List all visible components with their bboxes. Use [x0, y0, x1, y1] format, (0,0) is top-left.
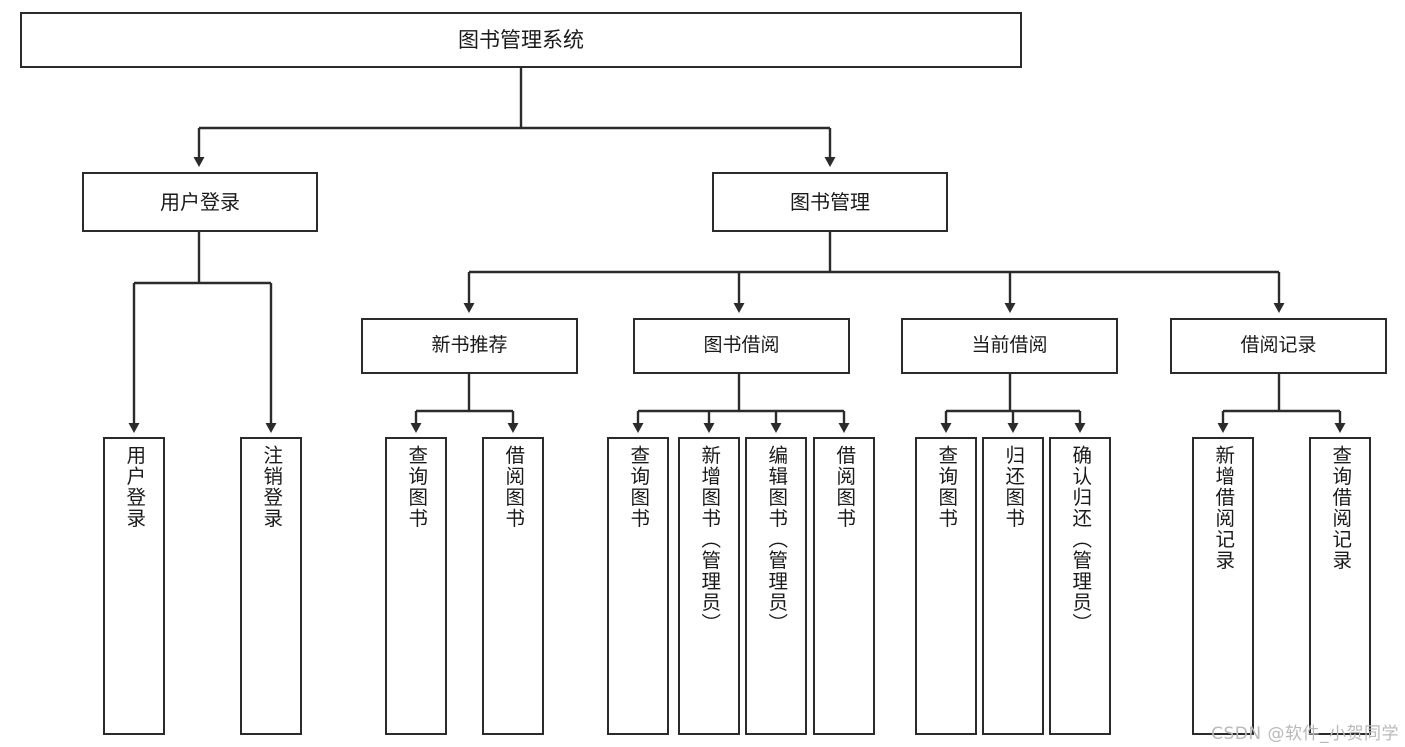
node-book-borrow[interactable]: 图书借阅 — [633, 318, 850, 374]
leaf-query-book-recommend-label: 查询图书 — [404, 445, 428, 529]
leaf-add-borrow-record[interactable]: 新增借阅记录 — [1192, 437, 1254, 735]
node-book-management-label: 图书管理 — [790, 189, 870, 214]
node-borrow-records-label: 借阅记录 — [1240, 334, 1317, 357]
leaf-return-book[interactable]: 归还图书 — [982, 437, 1044, 735]
leaf-borrow-book[interactable]: 借阅图书 — [813, 437, 875, 735]
node-current-borrow-label: 当前借阅 — [971, 334, 1048, 357]
node-new-book-recommend[interactable]: 新书推荐 — [361, 318, 578, 374]
node-root[interactable]: 图书管理系统 — [20, 12, 1022, 68]
leaf-confirm-return-admin-label: 确认归还（管理员） — [1068, 445, 1092, 634]
leaf-query-borrow-record-label: 查询借阅记录 — [1328, 445, 1352, 571]
leaf-query-book-current-label: 查询图书 — [934, 445, 958, 529]
leaf-return-book-label: 归还图书 — [1001, 445, 1025, 529]
node-book-borrow-label: 图书借阅 — [703, 334, 780, 357]
leaf-query-book-recommend[interactable]: 查询图书 — [385, 437, 447, 735]
node-book-management[interactable]: 图书管理 — [712, 172, 948, 232]
leaf-query-book-current[interactable]: 查询图书 — [915, 437, 977, 735]
leaf-borrow-book-recommend-label: 借阅图书 — [501, 445, 525, 529]
leaf-logout-label: 注销登录 — [259, 445, 283, 529]
node-user-login[interactable]: 用户登录 — [82, 172, 318, 232]
leaf-logout[interactable]: 注销登录 — [240, 437, 302, 735]
leaf-add-book-admin[interactable]: 新增图书（管理员） — [678, 437, 740, 735]
leaf-borrow-book-recommend[interactable]: 借阅图书 — [482, 437, 544, 735]
node-borrow-records[interactable]: 借阅记录 — [1170, 318, 1387, 374]
leaf-user-login[interactable]: 用户登录 — [103, 437, 165, 735]
leaf-edit-book-admin-label: 编辑图书（管理员） — [764, 445, 788, 634]
leaf-confirm-return-admin[interactable]: 确认归还（管理员） — [1049, 437, 1111, 735]
csdn-watermark: CSDN @软件_小贺同学 — [1211, 724, 1399, 744]
node-user-login-label: 用户登录 — [160, 189, 240, 214]
leaf-user-login-label: 用户登录 — [122, 445, 146, 529]
leaf-query-borrow-record[interactable]: 查询借阅记录 — [1309, 437, 1371, 735]
leaf-add-book-admin-label: 新增图书（管理员） — [697, 445, 721, 634]
leaf-query-book-borrow-label: 查询图书 — [626, 445, 650, 529]
node-current-borrow[interactable]: 当前借阅 — [901, 318, 1118, 374]
leaf-borrow-book-label: 借阅图书 — [832, 445, 856, 529]
node-new-book-recommend-label: 新书推荐 — [431, 334, 508, 357]
leaf-edit-book-admin[interactable]: 编辑图书（管理员） — [745, 437, 807, 735]
leaf-query-book-borrow[interactable]: 查询图书 — [607, 437, 669, 735]
node-root-label: 图书管理系统 — [458, 27, 584, 52]
leaf-add-borrow-record-label: 新增借阅记录 — [1211, 445, 1235, 571]
